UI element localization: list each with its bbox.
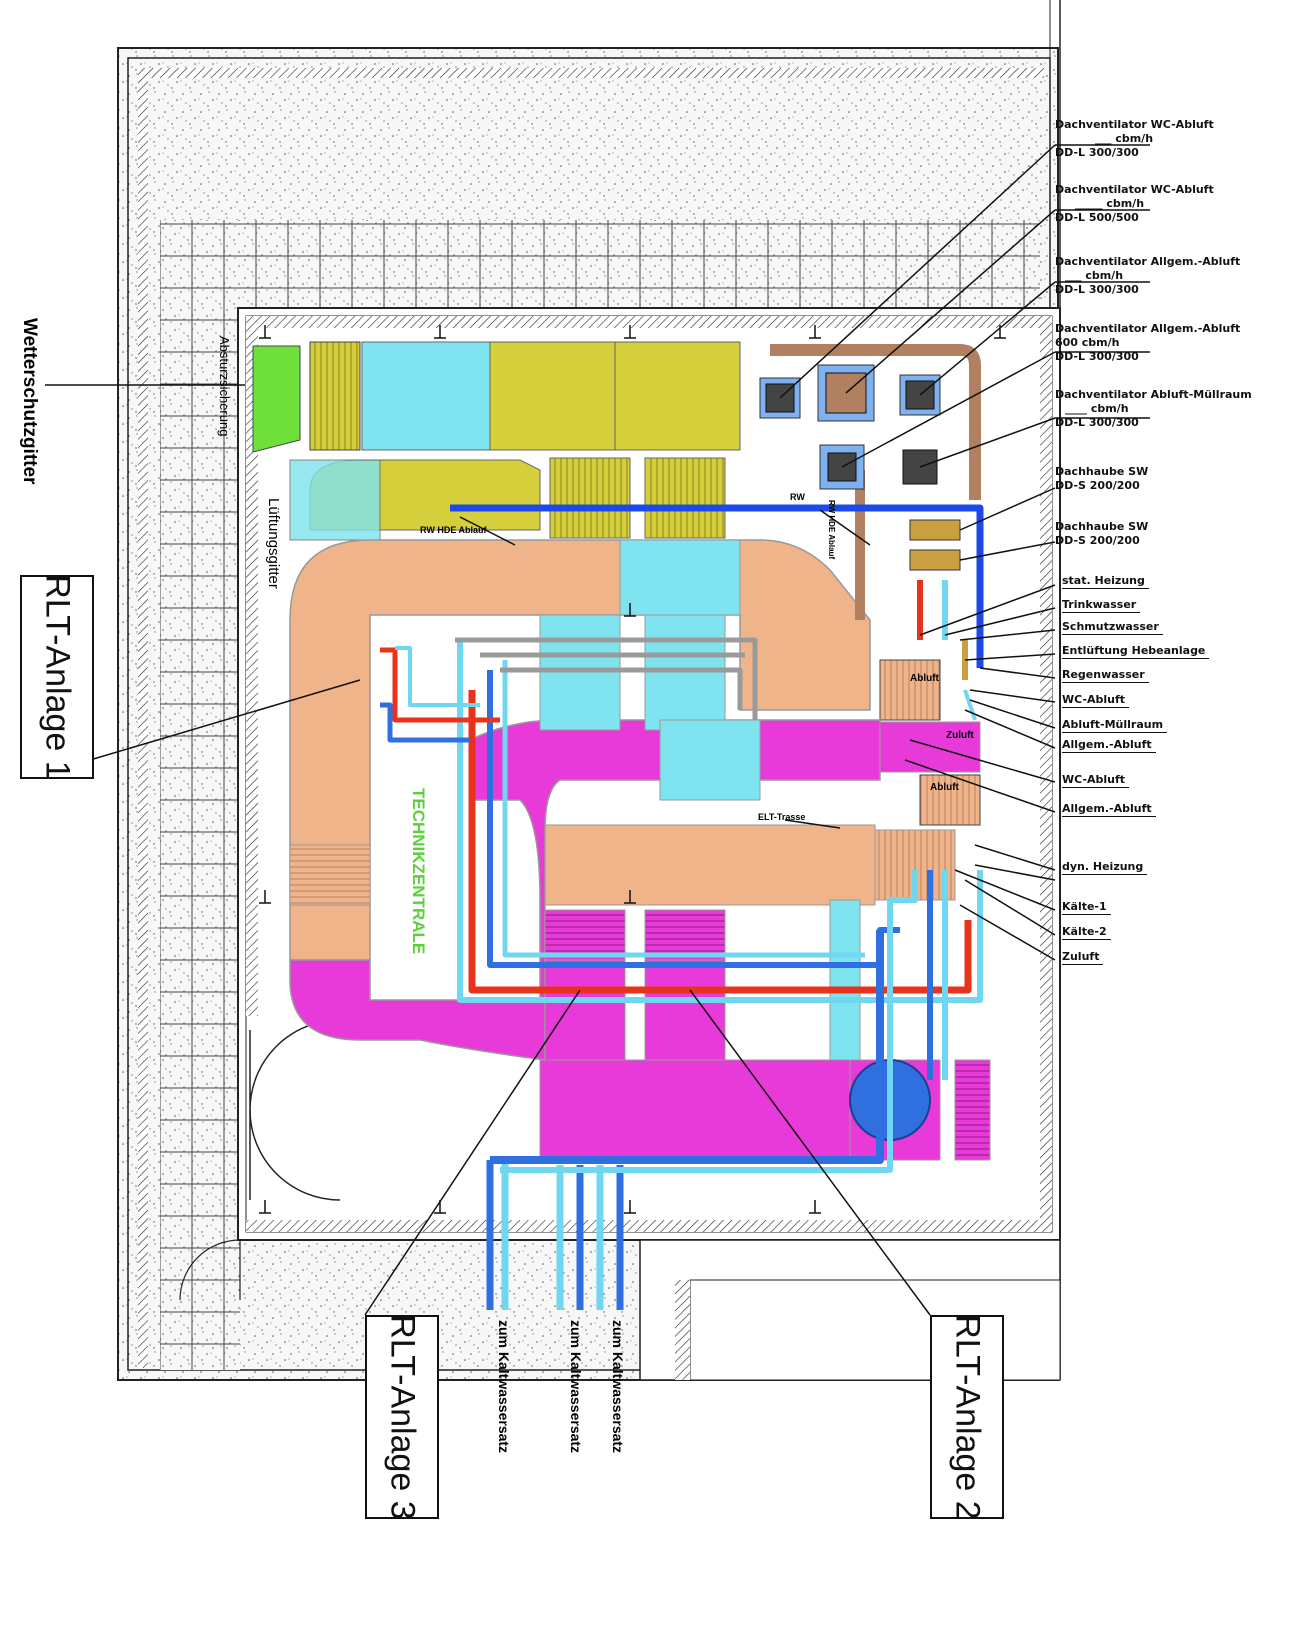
callout-wc-abluft-1: WC-Abluft xyxy=(1062,693,1130,708)
rlt-anlage-3-box: RLT-Anlage 3 xyxy=(365,1314,439,1520)
callout-zuluft: Zuluft xyxy=(1062,950,1104,965)
wetterschutzgitter-label: Wetterschutzgitter xyxy=(19,318,40,485)
callout-fan-1-type: DD-L 300/300 xyxy=(1055,146,1139,159)
callout-entlueftung: Entlüftung Hebeanlage xyxy=(1062,644,1210,659)
lueftungsgitter-label: Lüftungsgitter xyxy=(265,498,282,589)
callout-dyn-heizung-text: dyn. Heizung xyxy=(1062,860,1148,875)
callout-trinkwasser: Trinkwasser xyxy=(1062,598,1141,613)
support-markers xyxy=(259,325,1006,1214)
callout-fan-4-flow: 600 cbm/h xyxy=(1055,336,1120,349)
rlt-anlage-2-text: RLT-Anlage 2 xyxy=(948,1314,987,1520)
abluft-unit-label: Abluft xyxy=(910,673,939,684)
callout-leaders xyxy=(45,144,1150,1316)
callout-hood-2-title: Dachhaube SW xyxy=(1055,520,1149,533)
kaltwassersatz-label-3: zum Kaltwassersatz xyxy=(610,1320,626,1454)
callout-hood-1: Dachhaube SW DD-S 200/200 xyxy=(1055,465,1148,493)
rlt-anlage-2-box: RLT-Anlage 2 xyxy=(930,1314,1004,1520)
callout-fan-4: Dachventilator Allgem.-Abluft 600 cbm/h … xyxy=(1055,322,1240,364)
callout-fan-5: Dachventilator Abluft-Müllraum ____ cbm/… xyxy=(1055,388,1252,430)
callout-abluft-muellraum-text: Abluft-Müllraum xyxy=(1062,718,1168,733)
rlt-anlage-1-unit xyxy=(252,341,741,541)
callout-trinkwasser-text: Trinkwasser xyxy=(1062,598,1141,613)
callout-kaelte-2-text: Kälte-2 xyxy=(1062,925,1111,940)
callout-schmutzwasser-text: Schmutzwasser xyxy=(1062,620,1163,635)
kaltwassersatz-label-1: zum Kaltwassersatz xyxy=(496,1320,512,1454)
rw-hde-label-2: RW HDE Ablauf xyxy=(827,500,836,560)
callout-fan-3-flow: ___ cbm/h xyxy=(1065,269,1124,282)
callout-fan-3-type: DD-L 300/300 xyxy=(1055,283,1139,296)
pipe-runs xyxy=(380,504,984,1310)
callout-zuluft-text: Zuluft xyxy=(1062,950,1104,965)
callout-regenwasser: Regenwasser xyxy=(1062,668,1149,683)
callout-wc-abluft-2-text: WC-Abluft xyxy=(1062,773,1130,788)
callout-kaelte-1: Kälte-1 xyxy=(1062,900,1111,915)
elt-trasse-label: ELT-Trasse xyxy=(758,812,806,822)
callout-hood-2-type: DD-S 200/200 xyxy=(1055,534,1140,547)
rw-label: RW xyxy=(790,492,805,502)
rlt-anlage-3-text: RLT-Anlage 3 xyxy=(383,1314,422,1520)
callout-fan-5-flow: ____ cbm/h xyxy=(1065,402,1129,415)
supply-air-duct xyxy=(289,539,981,961)
callout-fan-2: Dachventilator WC-Abluft _____ cbm/h DD-… xyxy=(1055,183,1214,225)
callout-hood-2: Dachhaube SW DD-S 200/200 xyxy=(1055,520,1148,548)
callout-hood-1-type: DD-S 200/200 xyxy=(1055,479,1140,492)
callout-regenwasser-text: Regenwasser xyxy=(1062,668,1149,683)
callout-kaelte-2: Kälte-2 xyxy=(1062,925,1111,940)
callout-fan-5-type: DD-L 300/300 xyxy=(1055,416,1139,429)
callout-allgem-abluft-1-text: Allgem.-Abluft xyxy=(1062,738,1156,753)
callout-fan-2-flow: _____ cbm/h xyxy=(1075,197,1145,210)
callout-fan-5-title: Dachventilator Abluft-Müllraum xyxy=(1055,388,1252,401)
callout-fan-1-flow: ___ cbm/h xyxy=(1095,132,1154,145)
callout-schmutzwasser: Schmutzwasser xyxy=(1062,620,1163,635)
callout-fan-1: Dachventilator WC-Abluft ___ cbm/h DD-L … xyxy=(1055,118,1214,160)
callout-fan-3-title: Dachventilator Allgem.-Abluft xyxy=(1055,255,1241,268)
callout-allgem-abluft-2: Allgem.-Abluft xyxy=(1062,802,1156,817)
rw-hde-label: RW HDE Ablauf xyxy=(420,525,487,535)
kaltwassersatz-label-2: zum Kaltwassersatz xyxy=(568,1320,584,1454)
callout-dyn-heizung: dyn. Heizung xyxy=(1062,860,1148,875)
callout-entlueftung-text: Entlüftung Hebeanlage xyxy=(1062,644,1210,659)
callout-stat-heizung-text: stat. Heizung xyxy=(1062,574,1149,589)
absturzsicherung-label: Absturzsicherung xyxy=(217,336,232,437)
callout-wc-abluft-2: WC-Abluft xyxy=(1062,773,1130,788)
callout-stat-heizung: stat. Heizung xyxy=(1062,574,1149,589)
callout-fan-2-title: Dachventilator WC-Abluft xyxy=(1055,183,1214,196)
callout-fan-1-title: Dachventilator WC-Abluft xyxy=(1055,118,1214,131)
abluft-unit-label-2: Abluft xyxy=(930,782,959,793)
technikzentrale-label: TECHNIKZENTRALE xyxy=(409,788,428,955)
rlt-anlage-1-box: RLT-Anlage 1 xyxy=(20,574,94,780)
zuluft-unit-label: Zuluft xyxy=(946,730,974,741)
rlt-anlage-1-text: RLT-Anlage 1 xyxy=(38,574,77,780)
callout-allgem-abluft-1: Allgem.-Abluft xyxy=(1062,738,1156,753)
callout-kaelte-1-text: Kälte-1 xyxy=(1062,900,1111,915)
callout-fan-4-type: DD-L 300/300 xyxy=(1055,350,1139,363)
callout-fan-4-title: Dachventilator Allgem.-Abluft xyxy=(1055,322,1241,335)
callout-allgem-abluft-2-text: Allgem.-Abluft xyxy=(1062,802,1156,817)
callout-wc-abluft-1-text: WC-Abluft xyxy=(1062,693,1130,708)
callout-fan-2-type: DD-L 500/500 xyxy=(1055,211,1139,224)
callout-abluft-muellraum: Abluft-Müllraum xyxy=(1062,718,1168,733)
callout-hood-1-title: Dachhaube SW xyxy=(1055,465,1149,478)
callout-fan-3: Dachventilator Allgem.-Abluft ___ cbm/h … xyxy=(1055,255,1240,297)
